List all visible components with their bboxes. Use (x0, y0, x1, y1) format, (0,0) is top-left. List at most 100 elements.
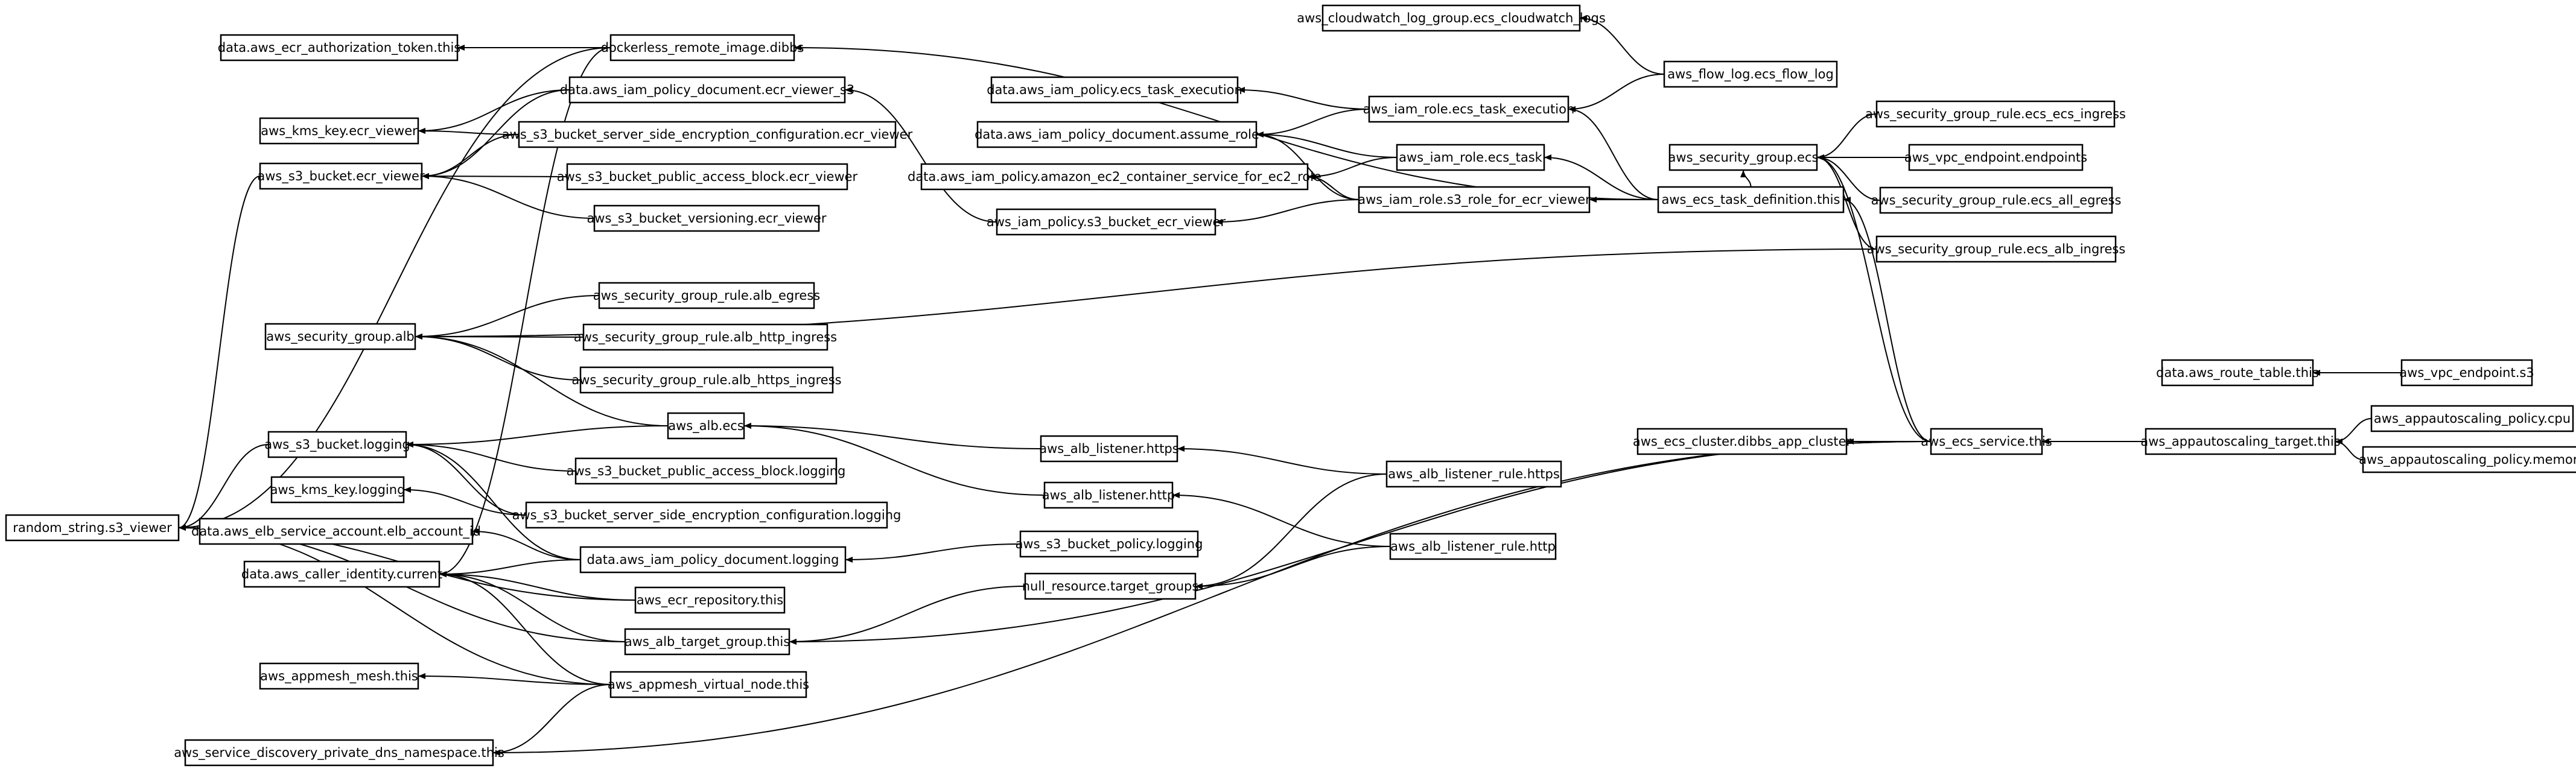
edge-s3-sse-logging-to-kms-logging (403, 487, 527, 516)
graph-node-cluster: aws_ecs_cluster.dibbs_app_cluster (1633, 428, 1852, 455)
graph-node-sgr-ecs-alb: aws_security_group_rule.ecs_alb_ingress (1867, 235, 2126, 263)
node-box (990, 76, 1239, 104)
node-box (259, 662, 419, 690)
node-box (598, 282, 815, 309)
node-box (566, 163, 848, 191)
graph-node-rule-https: aws_alb_listener_rule.https (1385, 460, 1562, 488)
graph-node-cw-log: aws_cloudwatch_log_group.ecs_cloudwatch_… (1297, 4, 1606, 32)
node-box (270, 476, 405, 504)
node-box (1389, 533, 1557, 560)
edge-s3-ver-ecr-to-s3-ecr (421, 173, 595, 219)
node-box (259, 117, 419, 145)
edge-s3-logging-to-random-str (178, 444, 269, 531)
node-label: aws_alb_target_group.this (625, 634, 790, 650)
node-label: aws_ecr_repository.this (637, 593, 783, 608)
node-box (264, 323, 416, 350)
edge-as-mem-to-as-target (2335, 438, 2364, 460)
edge-iam-doc-logging-to-caller-id (439, 559, 581, 577)
graph-node-role-exec: aws_iam_role.ecs_task_execution (1363, 95, 1574, 123)
node-label: aws_security_group_rule.ecs_alb_ingress (1867, 242, 2126, 257)
node-box (220, 34, 459, 62)
edge-rule-https-to-null-tg (1195, 473, 1387, 589)
graph-node-flow-log: aws_flow_log.ecs_flow_log (1663, 60, 1838, 88)
edge-alb-ecs-to-sg-alb (415, 334, 669, 426)
node-box (1908, 144, 2084, 171)
node-box (1019, 530, 1199, 558)
edge-s3-pab-ecr-to-s3-ecr (421, 173, 568, 180)
node-label: aws_security_group.ecs (1668, 150, 1819, 165)
edge-s3-sse-ecr-to-kms-ecr (418, 128, 520, 135)
node-box (1385, 460, 1562, 488)
node-label: dockerless_remote_image.dibbs (601, 40, 804, 55)
node-box (579, 546, 847, 574)
node-label: data.aws_iam_policy_document.ecr_viewer_… (560, 83, 854, 98)
node-layer: data.aws_ecr_authorization_token.thisaws… (5, 4, 2576, 767)
node-label: aws_s3_bucket.ecr_viewer (257, 169, 425, 184)
graph-node-elb-acct: data.aws_elb_service_account.elb_account… (191, 517, 481, 545)
graph-node-ecr-auth: data.aws_ecr_authorization_token.this (218, 34, 460, 62)
graph-node-vpce-endpoints: aws_vpc_endpoint.endpoints (1904, 144, 2087, 171)
node-label: aws_security_group_rule.ecs_ecs_ingress (1865, 107, 2126, 122)
node-box (574, 457, 838, 485)
node-label: aws_security_group_rule.ecs_all_egress (1871, 193, 2122, 208)
node-box (5, 514, 180, 542)
graph-node-route-table: data.aws_route_table.this (2156, 359, 2319, 387)
node-label: aws_flow_log.ecs_flow_log (1667, 67, 1834, 82)
node-box (582, 323, 828, 351)
edge-docker-img-to-random-str (178, 47, 611, 531)
node-label: aws_security_group.alb (266, 329, 415, 344)
graph-node-alb-ecs: aws_alb.ecs (667, 412, 745, 440)
node-label: aws_appautoscaling_target.this (2140, 434, 2340, 449)
graph-node-kms-ecr: aws_kms_key.ecr_viewer (259, 117, 419, 145)
node-label: aws_iam_policy.s3_bucket_ecr_viewer (987, 215, 1226, 230)
node-box (1879, 186, 2113, 214)
edge-task-def-to-role-exec (1568, 106, 1659, 200)
node-label: data.aws_elb_service_account.elb_account… (191, 524, 481, 539)
edge-ecs-service-to-alb-tg (789, 441, 1932, 645)
graph-node-s3-pab-logging: aws_s3_bucket_public_access_block.loggin… (567, 457, 846, 485)
graph-node-ecr-repo: aws_ecr_repository.this (634, 586, 786, 614)
graph-node-rule-http: aws_alb_listener_rule.http (1389, 533, 1557, 560)
node-box (1040, 435, 1178, 463)
graph-node-sgr-alb-https: aws_security_group_rule.alb_https_ingres… (571, 366, 842, 394)
node-box (267, 431, 407, 458)
graph-node-task-def: aws_ecs_task_definition.this (1657, 186, 1845, 214)
node-label: aws_s3_bucket_versioning.ecr_viewer (587, 211, 826, 226)
node-box (593, 204, 820, 232)
edge-flow-log-to-cw-log (1579, 15, 1665, 75)
node-box (976, 121, 1258, 148)
node-label: aws_s3_bucket_public_access_block.loggin… (567, 464, 846, 479)
node-box (1657, 186, 1845, 214)
node-box (2161, 359, 2314, 387)
edge-vnode-to-sd-ns (492, 684, 611, 756)
edge-iam-doc-logging-to-elb-acct (472, 528, 581, 560)
graph-node-listener-https: aws_alb_listener.https (1039, 435, 1179, 463)
graph-node-s3-ecr: aws_s3_bucket.ecr_viewer (257, 162, 425, 190)
edge-sgr-ecs-egress-to-sg-ecs (1816, 154, 1881, 201)
edge-flow-log-to-role-exec (1568, 74, 1665, 112)
node-box (634, 586, 786, 614)
node-label: aws_service_discovery_private_dns_namesp… (174, 745, 504, 761)
graph-node-kms-logging: aws_kms_key.logging (270, 476, 405, 504)
edge-as-cpu-to-as-target (2335, 418, 2372, 445)
node-label: aws_ecs_task_definition.this (1662, 192, 1840, 207)
edge-s3-sse-ecr-to-s3-ecr (421, 134, 520, 179)
node-label: data.aws_iam_policy_document.logging (587, 552, 839, 568)
node-label: aws_iam_role.ecs_task (1399, 150, 1543, 165)
node-box (667, 412, 745, 440)
graph-node-ecs-service: aws_ecs_service.this (1921, 428, 2052, 455)
node-label: aws_alb.ecs (668, 419, 744, 434)
node-label: data.aws_caller_identity.current (241, 567, 442, 582)
node-box (525, 501, 888, 529)
node-label: aws_ecs_cluster.dibbs_app_cluster (1633, 434, 1852, 449)
node-box (1024, 572, 1197, 600)
graph-node-vpce-s3: aws_vpc_endpoint.s3 (2399, 359, 2534, 387)
node-box (184, 739, 494, 767)
graph-node-sd-ns: aws_service_discovery_private_dns_namesp… (174, 739, 504, 767)
graph-node-as-cpu: aws_appautoscaling_policy.cpu (2370, 405, 2574, 432)
graph-node-listener-http: aws_alb_listener.http (1042, 481, 1175, 509)
node-label: aws_alb_listener_rule.http (1390, 539, 1556, 554)
node-box (259, 162, 423, 190)
node-box (518, 121, 897, 148)
